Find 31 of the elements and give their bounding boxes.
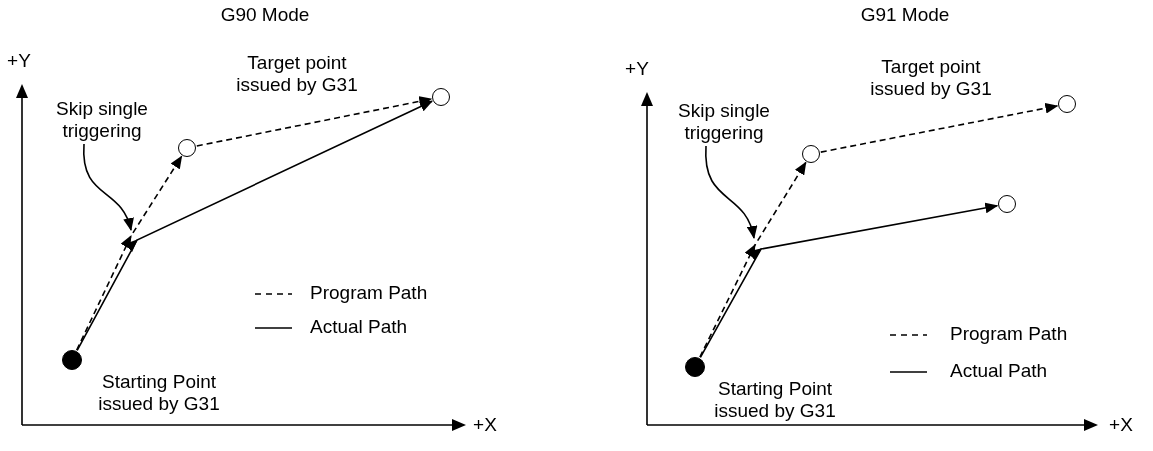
point-circle [178,139,196,157]
axis-label: +Y [624,58,650,80]
legend-text: Program Path [950,323,1068,345]
program-path-arrow [75,155,183,351]
point-circle [432,88,450,106]
point-caption: Starting Point issued by G31 [713,378,837,422]
point-circle [1058,95,1076,113]
point-caption: Starting Point issued by G31 [97,371,221,415]
annotation-text: Skip single triggering [36,98,168,142]
axis-label: +X [472,414,498,436]
legend-text: Actual Path [310,316,408,338]
point-caption: Target point issued by G31 [235,52,359,96]
program-path-arrow [699,161,807,358]
axis-label: +X [1108,414,1134,436]
annotation-text: Skip single triggering [658,100,790,144]
axis-label: +Y [6,50,32,72]
start-point-dot [62,350,82,370]
point-caption: Target point issued by G31 [869,56,993,100]
program-path-arrow [196,96,433,147]
actual-path-arrow [699,202,998,359]
panel-heading: G90 Mode [219,4,311,26]
point-circle [998,195,1016,213]
panel-heading: G91 Mode [859,4,951,26]
program-path-arrow [820,102,1059,153]
point-circle [802,145,820,163]
leader-arrow [83,143,133,232]
actual-path-arrow [76,100,433,352]
leader-arrow [705,145,757,240]
legend-text: Actual Path [950,360,1048,382]
legend-text: Program Path [310,282,428,304]
start-point-dot [685,357,705,377]
